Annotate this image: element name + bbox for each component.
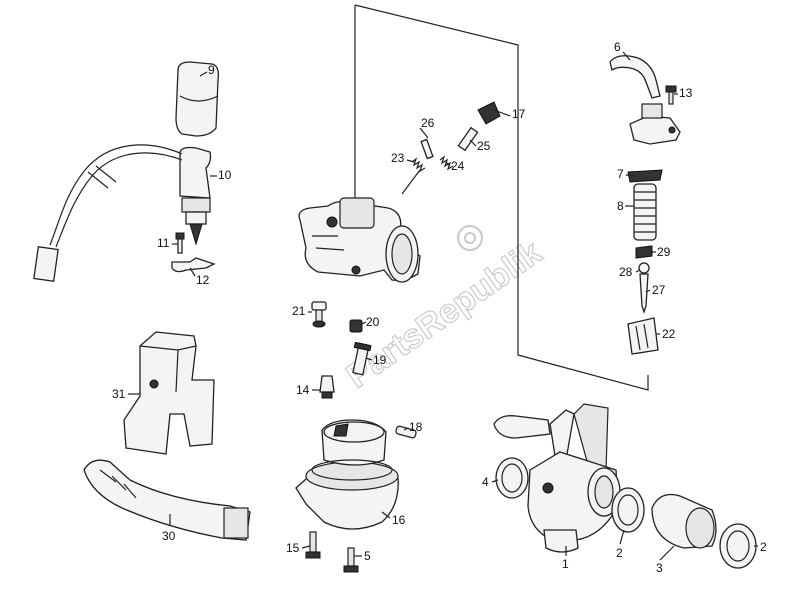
clamp-2-right [719,523,757,569]
callout-15: 15 [286,541,300,555]
callout-24: 24 [451,159,465,173]
group-17-frame [354,4,649,391]
intake-hose-30 [83,459,251,541]
ignition-coil-10 [179,146,212,246]
clip-7 [627,169,663,183]
callout-28: 28 [619,265,633,279]
callout-14: 14 [296,383,310,397]
callout-7: 7 [617,167,624,181]
callout-2-right: 2 [760,540,767,554]
idle-screw-25 [457,101,501,152]
callout-30: 30 [162,529,176,543]
carburettor-body-17 [298,197,421,283]
slide-22 [627,317,659,355]
fuel-tap-body [629,103,681,145]
sleeve-3 [651,493,717,549]
callout-17: 17 [512,107,526,121]
callout-1: 1 [562,557,569,571]
needle-27 [639,273,649,315]
callout-26: 26 [421,116,435,130]
leader-lines [128,51,758,561]
callout-8: 8 [617,199,624,213]
clamp-4 [495,457,529,499]
alignment-line-23 [401,169,421,195]
needle-spring-8 [633,183,657,241]
float-bowl-16 [295,419,399,530]
callout-20: 20 [366,315,380,329]
needle-28 [638,262,650,274]
callout-16: 16 [392,513,406,527]
cable-break-mark [87,165,117,189]
callout-2-left: 2 [616,546,623,560]
fuel-pipe-6 [609,55,661,99]
callout-21: 21 [292,304,306,318]
callout-22: 22 [662,327,676,341]
callout-13: 13 [679,86,693,100]
callout-5: 5 [364,549,371,563]
screw-15 [305,531,321,559]
callout-18: 18 [409,420,423,434]
callout-9: 9 [208,63,215,77]
clamp-2-left [611,487,645,533]
screw-11 [175,232,185,254]
callout-29: 29 [657,245,671,259]
screw-21 [311,301,327,328]
jet-20 [349,319,363,333]
callout-6: 6 [614,40,621,54]
callout-25: 25 [477,139,491,153]
cover-31 [123,331,215,455]
screw-5 [343,547,359,573]
jet-14 [319,375,335,399]
callout-23: 23 [391,151,405,165]
callout-27: 27 [652,283,666,297]
spring-24 [439,155,454,171]
spark-plug-cap-9 [175,61,220,137]
callout-31: 31 [112,387,126,401]
hv-cable [49,144,183,246]
callout-3: 3 [656,561,663,575]
screw-13 [665,85,677,105]
spring-23 [411,157,426,173]
callout-11: 11 [157,236,170,250]
hv-cable-inner [55,152,183,248]
bracket-12 [171,257,216,273]
screw-26 [420,138,434,160]
watermark-gear-icon [457,225,483,251]
connector-plug [33,246,59,282]
callout-4: 4 [482,475,489,489]
main-jet-19 [352,341,372,376]
callout-10: 10 [218,168,232,182]
clip-29 [635,245,653,259]
callout-12: 12 [196,273,210,287]
callout-19: 19 [373,353,387,367]
